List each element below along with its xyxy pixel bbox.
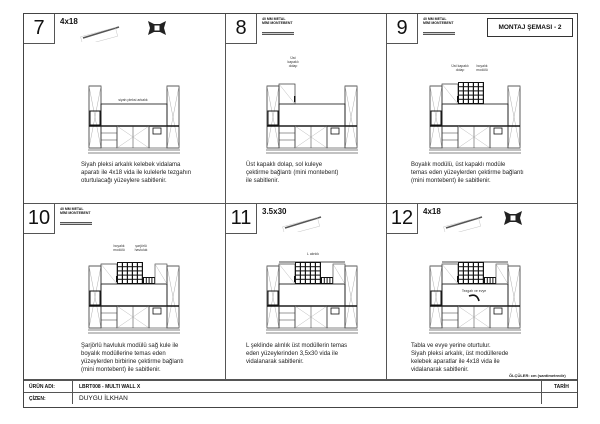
footer-product-row: ÜRÜN ADI: LBRT008 - MULTI WALL X TARİH xyxy=(24,380,577,392)
drawing-label: şarjörlü havluluk xyxy=(134,244,148,252)
montebent-icon xyxy=(60,222,92,225)
drawing-label: dolap xyxy=(288,64,298,68)
kitchen-drawing xyxy=(429,82,521,154)
screw-icon xyxy=(282,216,322,232)
screw-size: 3.5x30 xyxy=(262,207,287,216)
step-number: 10 xyxy=(24,204,55,234)
montebent-icon xyxy=(423,32,455,35)
drawing-label: L alınlık xyxy=(307,252,319,256)
drawing-label: Üst kapaklı dolap xyxy=(451,64,469,72)
screw-icon xyxy=(443,216,483,232)
step-number: 8 xyxy=(226,14,257,44)
drawer-name: DUYGU İLKHAN xyxy=(79,395,128,402)
kitchen-drawing xyxy=(429,261,521,334)
product-name: LBRT008 - MULTI WALL X xyxy=(79,384,141,390)
drawing-label: boyalık modülü xyxy=(113,244,125,252)
drawing-label: siyah pleksi arkalık xyxy=(118,98,148,102)
step-number: 11 xyxy=(226,204,257,234)
kitchen-drawing xyxy=(88,262,180,334)
step-number: 7 xyxy=(24,14,55,44)
step-number: 9 xyxy=(387,14,418,44)
assembly-sheet: MONTAJ ŞEMASI - 2 7 4x18 siyah pleksi arka… xyxy=(23,13,578,408)
units-note: ÖLÇÜLER: cm (santimetredir) xyxy=(509,373,566,378)
kitchen-drawing xyxy=(266,83,358,154)
drawing-label: Tezgah ve evye xyxy=(461,289,487,293)
drawing-label: boyalık modülü xyxy=(476,64,488,72)
screw-size: 4x18 xyxy=(60,17,78,26)
montebent-icon xyxy=(262,32,294,35)
step-panel-11: 11 3.5x30 L alınlık L şeklinde alınlık üst … xyxy=(226,204,387,380)
butterfly-bracket-icon xyxy=(148,21,166,35)
step-number: 12 xyxy=(387,204,418,234)
screw-size: 4x18 xyxy=(423,207,441,216)
butterfly-bracket-icon xyxy=(504,211,522,225)
screw-icon xyxy=(80,26,120,42)
drawing-label: Üst xyxy=(290,56,296,60)
kitchen-drawing xyxy=(266,261,358,334)
product-label: ÜRÜN ADI: xyxy=(29,384,55,390)
sheet-title: MONTAJ ŞEMASI - 2 xyxy=(487,18,573,37)
date-label: TARİH xyxy=(554,384,569,390)
drawer-label: ÇİZEN: xyxy=(29,396,46,402)
footer-drawer-row: ÇİZEN: DUYGU İLKHAN xyxy=(24,392,577,404)
kitchen-drawing xyxy=(88,85,180,154)
drawing-label: kapaklı xyxy=(287,60,299,64)
step-caption: Tabla ve evye yerine oturtulur.Siyah ple… xyxy=(411,343,509,373)
